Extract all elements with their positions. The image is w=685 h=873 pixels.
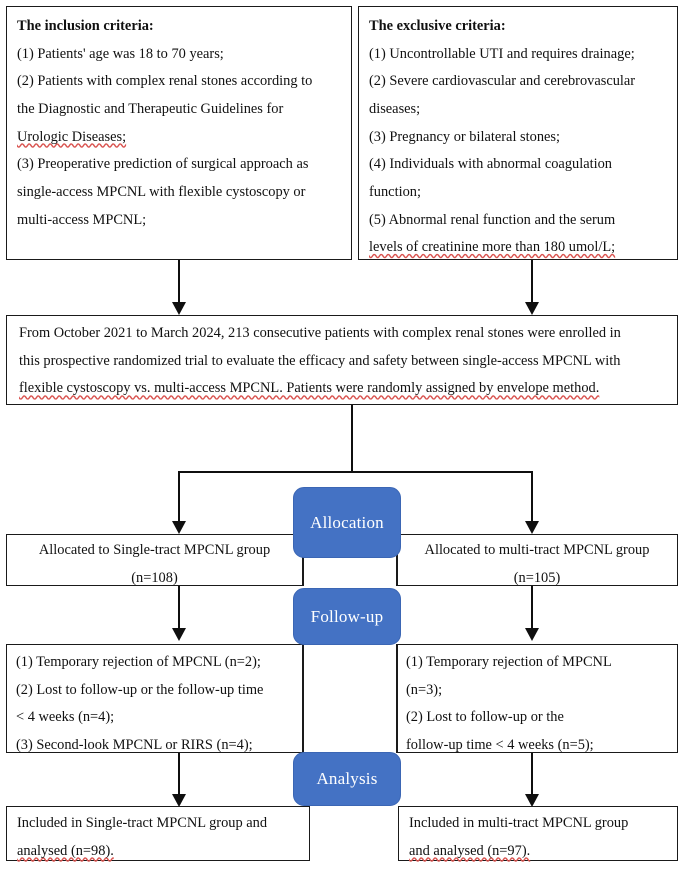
allocation-left-line1: Allocated to Single-tract MPCNL group [38, 542, 271, 558]
followup-left-body: (1) Temporary rejection of MPCNL (n=2); … [16, 649, 293, 760]
arrowhead-exclusion-to-enrollment [525, 302, 539, 315]
connector-followup-channel-right [396, 644, 398, 753]
stage-badge-followup-label: Follow-up [310, 606, 384, 626]
followup-left-box: (1) Temporary rejection of MPCNL (n=2); … [6, 644, 303, 753]
inclusion-line-6: single-access MPCNL with flexible cystos… [17, 183, 306, 200]
inclusion-line-5: (3) Preoperative prediction of surgical … [17, 156, 309, 173]
inclusion-criteria-box: The inclusion criteria: (1) Patients' ag… [6, 6, 352, 260]
exclusion-line-5: (4) Individuals with abnormal coagulatio… [369, 156, 612, 173]
enrollment-line-2: this prospective randomized trial to eva… [19, 352, 621, 369]
followup-right-line-4: follow-up time < 4 weeks (n=5); [406, 736, 594, 753]
connector-right-allocation-to-followup [531, 586, 534, 630]
exclusion-heading: The exclusive criteria: [369, 18, 506, 34]
connector-split-to-right-allocation [531, 471, 534, 524]
exclusion-body: (1) Uncontrollable UTI and requires drai… [369, 41, 667, 262]
stage-badge-allocation-label: Allocation [310, 512, 384, 532]
enrollment-line-3: flexible cystoscopy vs. multi-access MPC… [19, 380, 600, 397]
arrowhead-right-followup [525, 628, 539, 641]
allocation-right-box: Allocated to multi-tract MPCNL group (n=… [396, 534, 678, 586]
exclusion-line-8: levels of creatinine more than 180 umol/… [369, 239, 616, 256]
exclusion-line-4: (3) Pregnancy or bilateral stones; [369, 128, 561, 145]
enrollment-box: From October 2021 to March 2024, 213 con… [6, 315, 678, 405]
enrollment-body: From October 2021 to March 2024, 213 con… [19, 320, 665, 403]
arrowhead-right-analysis [525, 794, 539, 807]
exclusion-line-6: function; [369, 183, 421, 200]
stage-badge-analysis: Analysis [293, 752, 401, 806]
connector-allocation-split [178, 471, 533, 474]
analysis-right-box: Included in multi-tract MPCNL group and … [398, 806, 678, 861]
exclusion-line-7: (5) Abnormal renal function and the seru… [369, 211, 616, 228]
followup-right-box: (1) Temporary rejection of MPCNL (n=3); … [396, 644, 678, 753]
inclusion-body: (1) Patients' age was 18 to 70 years; (2… [17, 41, 341, 235]
followup-left-line-3: < 4 weeks (n=4); [16, 709, 115, 726]
followup-left-line-4: (3) Second-look MPCNL or RIRS (n=4); [16, 736, 253, 753]
stage-badge-analysis-label: Analysis [316, 769, 378, 788]
followup-left-line-1: (1) Temporary rejection of MPCNL (n=2); [16, 654, 261, 670]
followup-right-line-1: (1) Temporary rejection of MPCNL [406, 654, 612, 670]
inclusion-line-4: Urologic Diseases; [17, 128, 127, 145]
allocation-right-count: (n=105) [513, 569, 561, 586]
connector-allocation-channel-left [302, 534, 304, 586]
arrowhead-left-allocation [172, 521, 186, 534]
inclusion-line-7: multi-access MPCNL; [17, 211, 147, 228]
exclusion-line-1: (1) Uncontrollable UTI and requires drai… [369, 45, 635, 62]
connector-right-followup-to-analysis [531, 753, 534, 798]
analysis-right-body: Included in multi-tract MPCNL group and … [409, 810, 667, 865]
exclusion-criteria-box: The exclusive criteria: (1) Uncontrollab… [358, 6, 678, 260]
allocation-left-count: (n=108) [131, 569, 178, 586]
inclusion-line-3: the Diagnostic and Therapeutic Guideline… [17, 100, 284, 117]
analysis-left-body: Included in Single-tract MPCNL group and… [17, 810, 299, 865]
arrowhead-right-allocation [525, 521, 539, 534]
connector-inclusion-to-enrollment [178, 260, 181, 304]
connector-split-to-left-allocation [178, 471, 181, 524]
inclusion-heading: The inclusion criteria: [17, 18, 154, 34]
exclusion-line-3: diseases; [369, 100, 421, 117]
inclusion-line-2: (2) Patients with complex renal stones a… [17, 73, 313, 90]
allocation-right-line1: Allocated to multi-tract MPCNL group [424, 542, 650, 558]
followup-right-line-3: (2) Lost to follow-up or the [406, 709, 564, 726]
analysis-right-line-1: Included in multi-tract MPCNL group [409, 815, 629, 831]
arrowhead-inclusion-to-enrollment [172, 302, 186, 315]
connector-exclusion-to-enrollment [531, 260, 534, 304]
connector-enrollment-stem [351, 405, 354, 473]
allocation-left-box: Allocated to Single-tract MPCNL group (n… [6, 534, 303, 586]
analysis-right-line-2: and analysed (n=97). [409, 842, 531, 859]
arrowhead-left-followup [172, 628, 186, 641]
followup-right-body: (1) Temporary rejection of MPCNL (n=3); … [406, 649, 668, 760]
analysis-left-line-2: analysed (n=98). [17, 842, 114, 859]
stage-badge-followup: Follow-up [293, 588, 401, 645]
connector-allocation-channel-right [396, 534, 398, 586]
exclusion-line-2: (2) Severe cardiovascular and cerebrovas… [369, 73, 636, 90]
followup-left-line-2: (2) Lost to follow-up or the follow-up t… [16, 681, 264, 698]
arrowhead-left-analysis [172, 794, 186, 807]
inclusion-line-1: (1) Patients' age was 18 to 70 years; [17, 45, 224, 62]
enrollment-line-1: From October 2021 to March 2024, 213 con… [19, 325, 621, 341]
connector-followup-channel-left [302, 644, 304, 753]
followup-right-line-2: (n=3); [406, 681, 443, 698]
stage-badge-allocation: Allocation [293, 487, 401, 558]
analysis-left-line-1: Included in Single-tract MPCNL group and [17, 815, 268, 831]
connector-left-allocation-to-followup [178, 586, 181, 630]
analysis-left-box: Included in Single-tract MPCNL group and… [6, 806, 310, 861]
connector-left-followup-to-analysis [178, 753, 181, 798]
